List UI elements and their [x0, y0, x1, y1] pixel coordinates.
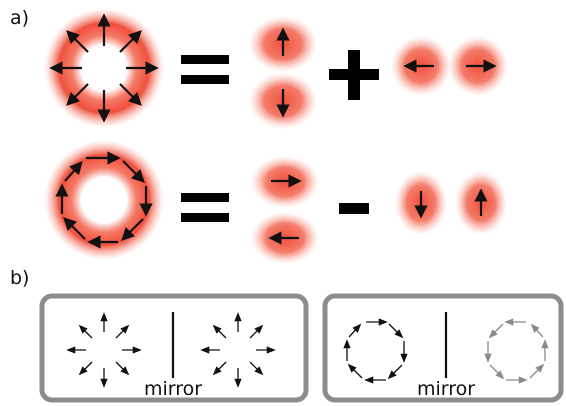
plus-icon	[329, 50, 379, 100]
mirror-caption-left: mirror	[144, 378, 202, 400]
circulating-ring	[44, 140, 164, 260]
horizontal-pair-out	[391, 36, 508, 96]
radial-ring	[44, 8, 164, 128]
radial-arrows-left-icon	[66, 312, 142, 388]
mirror-box-circular: mirror	[322, 293, 564, 403]
radial-arrows-right-icon	[200, 312, 276, 388]
horizontal-pair-shear	[251, 156, 319, 264]
panel-a-label: a)	[10, 7, 30, 29]
circular-arrows-icon	[55, 151, 153, 249]
vertical-pair-shear	[395, 171, 507, 235]
vertical-pair-out	[249, 16, 317, 129]
radial-arrows-icon	[49, 13, 159, 123]
octagon-arrows-black-icon	[343, 318, 408, 384]
equals-icon-2	[181, 193, 229, 222]
mirror-caption-right: mirror	[417, 378, 475, 400]
mirror-box-radial: mirror	[39, 293, 309, 403]
equals-icon-1	[181, 55, 229, 84]
octagon-arrows-gray-icon	[484, 318, 549, 384]
minus-icon	[339, 203, 369, 214]
panel-b-label: b)	[10, 267, 30, 289]
